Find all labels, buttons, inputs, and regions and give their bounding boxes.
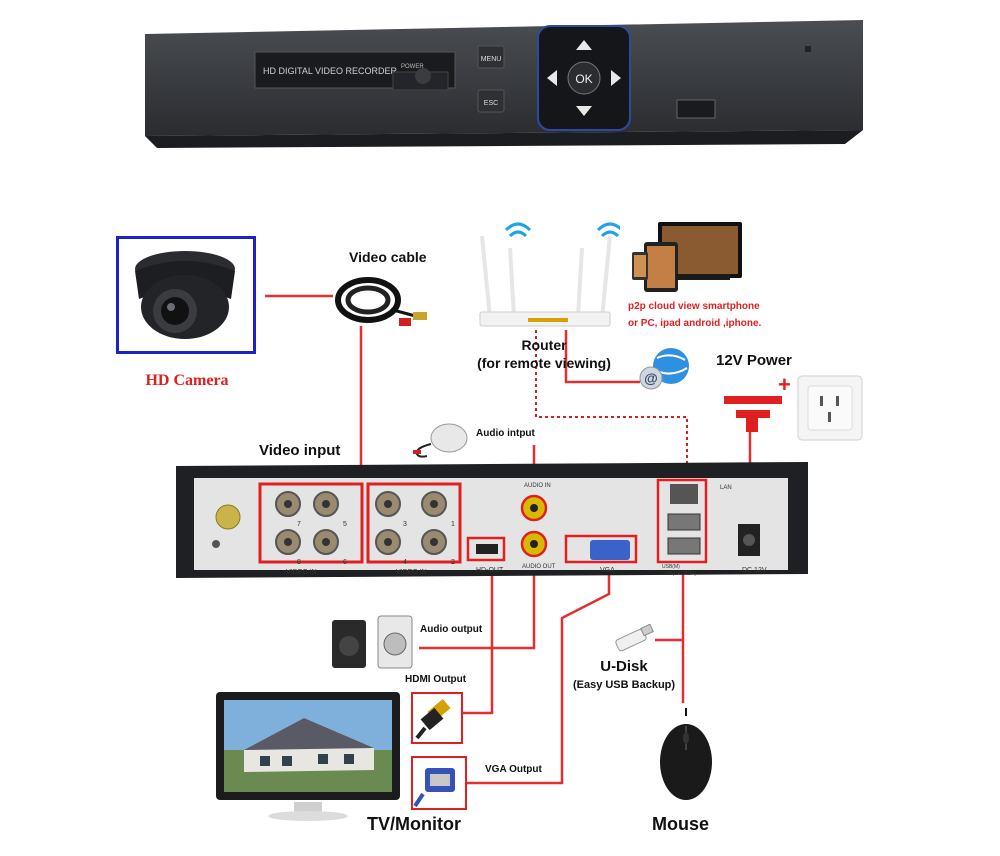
dvr-rear-panel: 7 5 3 1 8 6 4 2 VIDEO IN VIDEO IN HD-OUT… (176, 462, 808, 580)
dvr-front-panel: HD DIGITAL VIDEO RECORDER POWER MENU ESC… (145, 12, 863, 150)
usb-port-2[interactable] (667, 537, 701, 555)
usb-drive-icon (615, 624, 654, 652)
ok-label: OK (575, 72, 592, 86)
menu-label: MENU (481, 56, 502, 63)
power-plus-sign: + (778, 372, 790, 397)
camera-box (116, 236, 256, 354)
router-subtitle: (for remote viewing) (477, 355, 611, 371)
udisk-label: U-Disk (Easy USB Backup) (568, 658, 680, 694)
monitor-icon (216, 692, 400, 821)
vga-label: VGA (600, 567, 615, 574)
left-arrow-icon[interactable] (547, 70, 557, 86)
wall-socket-icon (797, 375, 863, 441)
microphone-icon (413, 423, 468, 458)
audio-input-label: Audio intput (476, 428, 535, 439)
router-to-internet-line (564, 330, 640, 384)
mouse-label: Mouse (652, 814, 710, 834)
vga-cable-box (411, 756, 467, 810)
usb-label-1: USB(M) (662, 564, 680, 570)
hdmi-output-label: HDMI Output (405, 674, 467, 685)
channel-number: 3 (403, 521, 407, 528)
devices-icon (632, 222, 742, 292)
dvr-power-text: POWER (401, 64, 424, 70)
bnc-connectors[interactable] (275, 491, 447, 555)
video-in-group-2 (366, 482, 462, 564)
lan-port[interactable] (670, 484, 698, 504)
channel-number: 8 (297, 559, 301, 566)
video-input-label: Video input (259, 442, 341, 459)
channel-number: 7 (297, 521, 301, 528)
router-label: Router (for remote viewing) (458, 336, 630, 372)
audio-output-label: Audio output (420, 624, 483, 635)
channel-number: 1 (451, 521, 455, 528)
hdout-label: HD-OUT (476, 567, 504, 574)
hdmi-cable-box (411, 692, 463, 744)
video-in-group-1 (258, 482, 364, 564)
down-arrow-icon[interactable] (576, 106, 592, 116)
lan-label: LAN (720, 485, 732, 491)
audio-in-label: AUDIO IN (524, 483, 551, 489)
router-icon (479, 222, 620, 327)
usb-port-1[interactable] (667, 513, 701, 531)
p2p-line1: p2p cloud view smartphone (628, 301, 760, 312)
hdmi-cable-icon (415, 698, 451, 740)
dome-camera-icon (135, 251, 235, 339)
audio-out-line (419, 548, 536, 650)
esc-label: ESC (484, 100, 498, 107)
video-in-label-2: VIDEO IN (396, 569, 427, 576)
channel-number: 5 (343, 521, 347, 528)
menu-button[interactable] (477, 45, 505, 69)
vga-port[interactable] (590, 540, 630, 560)
video-cable-icon (335, 277, 427, 326)
camera-label: HD Camera (145, 372, 229, 389)
vga-out-line (467, 558, 611, 785)
right-arrow-icon[interactable] (611, 70, 621, 86)
usb-label-2: USB(BACKUP) (662, 571, 697, 577)
internet-globe-icon: @ (639, 348, 689, 390)
vga-cable-icon (413, 768, 455, 808)
hdmi-port[interactable] (476, 544, 498, 554)
dc-label: DC 12V (742, 567, 767, 574)
esc-button[interactable] (477, 89, 505, 113)
dvr-model-text: HD DIGITAL VIDEO RECORDER (263, 66, 398, 76)
p2p-line2: or PC, ipad android ,iphone. (628, 318, 762, 329)
router-title: Router (521, 337, 567, 353)
network-dotted-line (535, 330, 688, 486)
mouse-icon (660, 708, 712, 800)
p2p-label: p2p cloud view smartphone or PC, ipad an… (628, 298, 761, 332)
speakers-icon (332, 615, 413, 669)
video-cable-label: Video cable (349, 249, 427, 265)
video-in-label-1: VIDEO IN (286, 569, 317, 576)
ok-button[interactable] (567, 61, 601, 95)
udisk-subtitle: (Easy USB Backup) (572, 679, 676, 691)
udisk-title: U-Disk (600, 658, 648, 675)
audio-out-label: AUDIO OUT (522, 564, 556, 570)
battery-symbol-icon: + (724, 372, 790, 432)
power-label: 12V Power (716, 352, 792, 369)
channel-number: 6 (343, 559, 347, 566)
channel-number: 4 (403, 559, 407, 566)
monitor-label: TV/Monitor (367, 814, 461, 834)
channel-number: 2 (451, 559, 455, 566)
up-arrow-icon[interactable] (576, 40, 592, 50)
hdmi-out-line (462, 548, 494, 715)
svg-text:@: @ (644, 370, 658, 386)
vga-output-label: VGA Output (485, 764, 542, 775)
